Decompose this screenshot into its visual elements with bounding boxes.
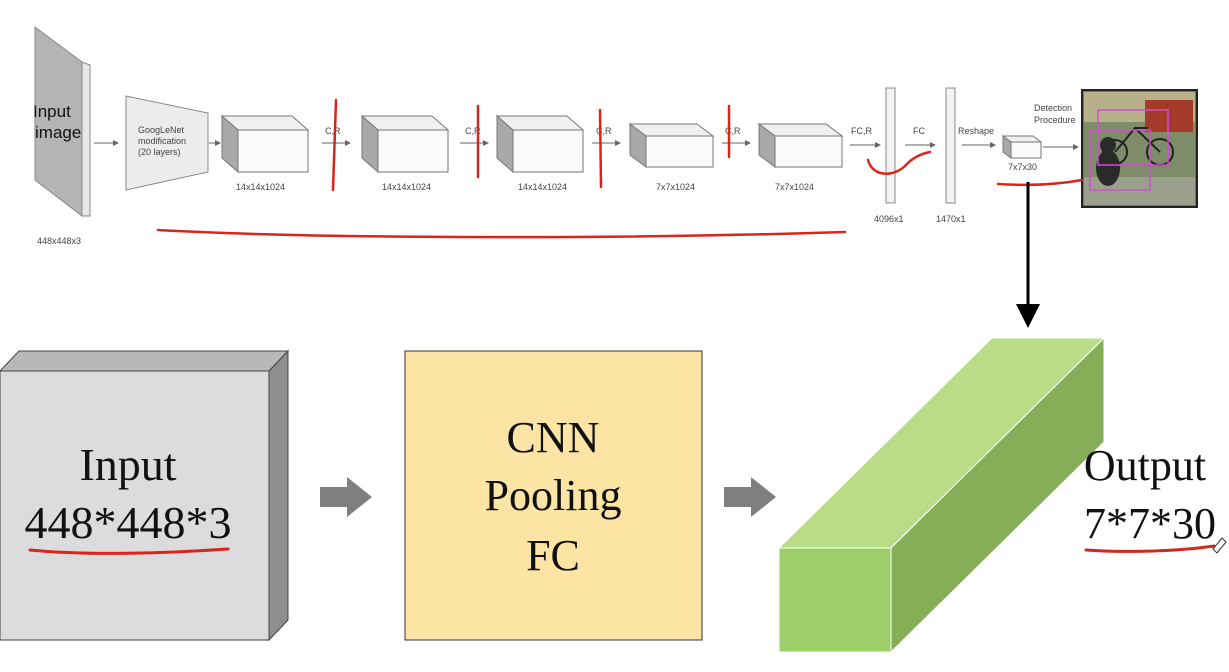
detection-label-2: Procedure <box>1034 115 1076 125</box>
googlenet-label-2: modification <box>138 136 186 146</box>
bottom-input-dims: 448*448*3 <box>25 497 232 548</box>
input-image-label-2: image <box>35 123 81 142</box>
cnn-line-3: FC <box>526 531 580 580</box>
gray-arrow-2 <box>724 477 776 517</box>
bottom-input-title: Input <box>79 439 176 490</box>
feature-block-5 <box>757 123 844 168</box>
bottom-output-dims: 7*7*30 <box>1084 499 1216 548</box>
feature-block-2 <box>360 114 450 174</box>
block2-dims: 14x14x1024 <box>382 182 431 192</box>
detection-photo <box>1081 89 1198 208</box>
googlenet-block <box>125 95 209 191</box>
op-fc: FC <box>913 126 925 136</box>
block4-dims: 7x7x1024 <box>656 182 695 192</box>
block3-dims: 14x14x1024 <box>518 182 567 192</box>
fc2-dims: 1470x1 <box>936 214 966 224</box>
bottom-input-box <box>0 349 290 642</box>
input-dims-label: 448x448x3 <box>37 236 81 246</box>
detection-label-1: Detection <box>1034 103 1072 113</box>
googlenet-label-1: GoogLeNet <box>138 125 185 135</box>
bottom-output-prism <box>777 336 1106 654</box>
gray-arrow-1 <box>320 477 372 517</box>
fc1-bar <box>885 87 896 204</box>
small-output-cube <box>1001 135 1043 159</box>
input-image-slab <box>34 26 91 218</box>
op-fcr: FC,R <box>851 126 872 136</box>
feature-block-4 <box>628 123 715 168</box>
cnn-line-1: CNN <box>507 413 600 462</box>
input-image-label-1: Input <box>33 102 71 121</box>
block1-dims: 14x14x1024 <box>236 182 285 192</box>
feature-block-3 <box>495 114 585 174</box>
block5-dims: 7x7x1024 <box>775 182 814 192</box>
op-cr-4: C,R <box>725 126 741 136</box>
cnn-line-2: Pooling <box>485 471 622 520</box>
cnn-box <box>404 350 703 641</box>
op-cr-3: C,R <box>596 126 612 136</box>
op-cr-2: C,R <box>465 126 481 136</box>
red-annotations-bottom <box>28 544 1216 555</box>
red-annotations-top <box>156 98 1084 239</box>
pencil-cursor-icon <box>1212 537 1227 554</box>
bottom-output-title: Output <box>1084 441 1206 490</box>
op-cr-1: C,R <box>325 126 341 136</box>
op-reshape: Reshape <box>958 126 994 136</box>
fc2-bar <box>945 87 956 204</box>
feature-block-1 <box>220 114 310 174</box>
small-output-dims: 7x7x30 <box>1008 162 1037 172</box>
googlenet-label-3: (20 layers) <box>138 147 181 157</box>
fc1-dims: 4096x1 <box>874 214 904 224</box>
